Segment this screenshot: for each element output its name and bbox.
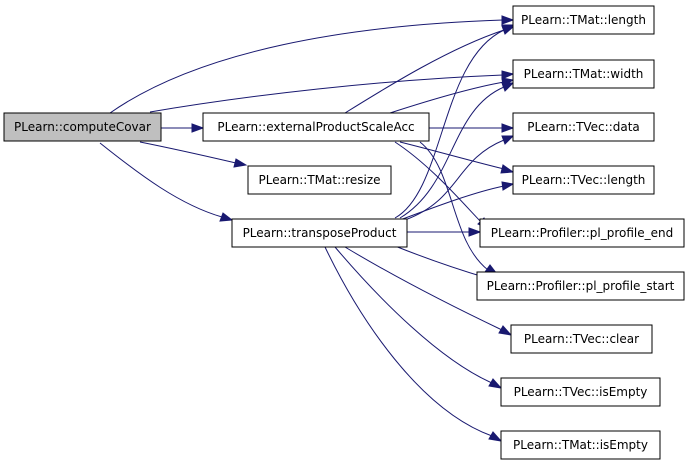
node-box (500, 377, 661, 407)
arrowhead (498, 325, 513, 336)
arrowhead (501, 15, 515, 25)
node-label: PLearn::TVec::data (527, 120, 640, 134)
node-label: PLearn::TMat::length (521, 13, 646, 27)
nodes: PLearn::computeCovar PLearn::externalPro… (3, 5, 685, 460)
arrowhead (501, 181, 515, 191)
node-box (512, 59, 655, 89)
node-label: PLearn::computeCovar (14, 120, 151, 134)
arrowhead (501, 24, 515, 34)
arrowhead (468, 227, 482, 237)
node-tmat-width[interactable]: PLearn::TMat::width (512, 59, 655, 89)
arrowhead (501, 135, 515, 145)
edge-transposeProduct-to-tvec-isEmpty (334, 246, 493, 384)
node-label: PLearn::Profiler::pl_profile_end (491, 226, 673, 240)
node-pl-profile-end[interactable]: PLearn::Profiler::pl_profile_end (479, 218, 685, 248)
edge-computeCovar-to-tmat-length (109, 19, 504, 114)
edge-transposeProduct-to-tvec-length (399, 185, 505, 221)
node-tmat-length[interactable]: PLearn::TMat::length (512, 5, 655, 35)
node-box (202, 112, 430, 142)
node-externalProductScaleAcc[interactable]: PLearn::externalProductScaleAcc (202, 112, 430, 142)
node-tvec-clear[interactable]: PLearn::TVec::clear (510, 324, 653, 354)
arrowhead (219, 212, 234, 222)
edge-transposeProduct-to-profile-start (394, 245, 488, 279)
edge-computeCovar-to-tmat-width (149, 74, 504, 113)
edge-transposeProduct-to-tvec-clear (344, 246, 503, 331)
edge-transposeProduct-to-tvec-data (404, 139, 505, 221)
edge-extprod-to-tvec-length (399, 141, 505, 170)
node-tvec-data[interactable]: PLearn::TVec::data (512, 112, 655, 142)
arrowhead (501, 82, 515, 92)
node-label: PLearn::TMat::resize (258, 173, 380, 187)
node-label: PLearn::externalProductScaleAcc (217, 120, 414, 134)
node-tmat-resize[interactable]: PLearn::TMat::resize (247, 165, 392, 195)
arrowhead (488, 431, 503, 442)
node-label: PLearn::TMat::width (524, 67, 644, 81)
node-box (479, 218, 685, 248)
node-label: PLearn::TVec::length (522, 173, 646, 187)
node-box (247, 165, 392, 195)
arrowhead (501, 70, 515, 80)
edge-extprod-to-profile-start (419, 141, 489, 271)
node-label: PLearn::TVec::isEmpty (514, 385, 648, 399)
arrowhead (191, 123, 205, 133)
node-box (510, 324, 653, 354)
node-tmat-isEmpty[interactable]: PLearn::TMat::isEmpty (500, 430, 661, 460)
edge-transposeProduct-to-tmat-length (394, 29, 505, 219)
node-pl-profile-start[interactable]: PLearn::Profiler::pl_profile_start (476, 271, 685, 301)
node-box (476, 271, 685, 301)
node-box (3, 112, 162, 142)
node-transposeProduct[interactable]: PLearn::transposeProduct (231, 218, 408, 248)
node-tvec-isEmpty[interactable]: PLearn::TVec::isEmpty (500, 377, 661, 407)
node-box (500, 430, 661, 460)
node-label: PLearn::TMat::isEmpty (513, 438, 648, 452)
edges (99, 15, 515, 442)
node-label: PLearn::Profiler::pl_profile_start (487, 279, 675, 293)
node-label: PLearn::transposeProduct (243, 226, 397, 240)
edge-transposeProduct-to-tmat-isEmpty (324, 246, 493, 437)
arrowhead (488, 378, 503, 389)
arrowhead (501, 123, 515, 133)
edge-extprod-to-tmat-width (389, 81, 505, 114)
edge-extprod-to-tmat-length (344, 29, 505, 114)
edge-transposeProduct-to-tmat-width (399, 86, 505, 219)
edge-computeCovar-to-transposeProduct (99, 142, 223, 218)
arrowhead (500, 164, 515, 174)
node-box (512, 5, 655, 35)
edge-computeCovar-to-tmat-resize (139, 141, 237, 164)
node-computeCovar[interactable]: PLearn::computeCovar (3, 112, 162, 142)
node-box (231, 218, 408, 248)
arrowhead (233, 158, 248, 168)
edge-extprod-to-profile-end (394, 141, 482, 223)
node-tvec-length[interactable]: PLearn::TVec::length (512, 165, 655, 195)
node-box (512, 112, 655, 142)
node-box (512, 165, 655, 195)
node-label: PLearn::TVec::clear (524, 332, 639, 346)
